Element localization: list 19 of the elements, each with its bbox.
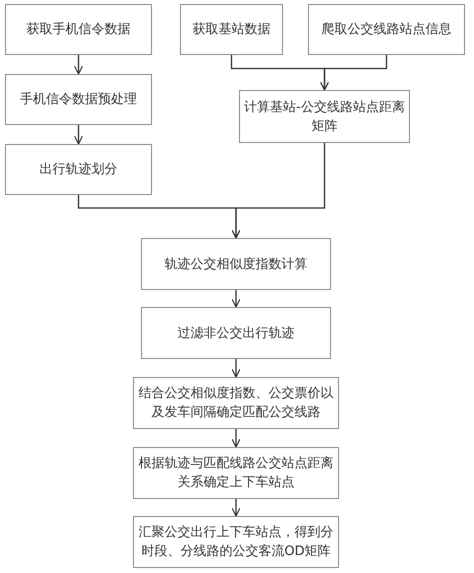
process-box: 轨迹公交相似度指数计算 xyxy=(141,238,331,290)
process-box: 出行轨迹划分 xyxy=(5,144,152,195)
arrow xyxy=(74,125,84,145)
arrow xyxy=(231,359,241,378)
process-box: 手机信令数据预处理 xyxy=(5,74,152,125)
arrow xyxy=(231,143,326,239)
process-box: 根据轨迹与匹配线路公交站点距离关系确定上下车站点 xyxy=(133,447,339,499)
process-box: 计算基站-公交线路站点距离矩阵 xyxy=(239,90,410,143)
arrow xyxy=(74,55,84,75)
process-box: 获取基站数据 xyxy=(180,4,283,55)
process-box: 结合公交相似度指数、公交票价以及发车间隔确定匹配公交线路 xyxy=(133,377,339,429)
arrow xyxy=(231,429,241,448)
arrow xyxy=(231,499,241,517)
arrow xyxy=(231,290,241,308)
process-box: 汇聚公交出行上下车站点，得到分时段、分线路的公交客流OD矩阵 xyxy=(133,516,339,568)
process-box: 过滤非公交出行轨迹 xyxy=(141,307,331,359)
process-box: 爬取公交线路站点信息 xyxy=(308,4,465,55)
arrow xyxy=(320,55,388,91)
process-box: 获取手机信令数据 xyxy=(5,4,152,55)
